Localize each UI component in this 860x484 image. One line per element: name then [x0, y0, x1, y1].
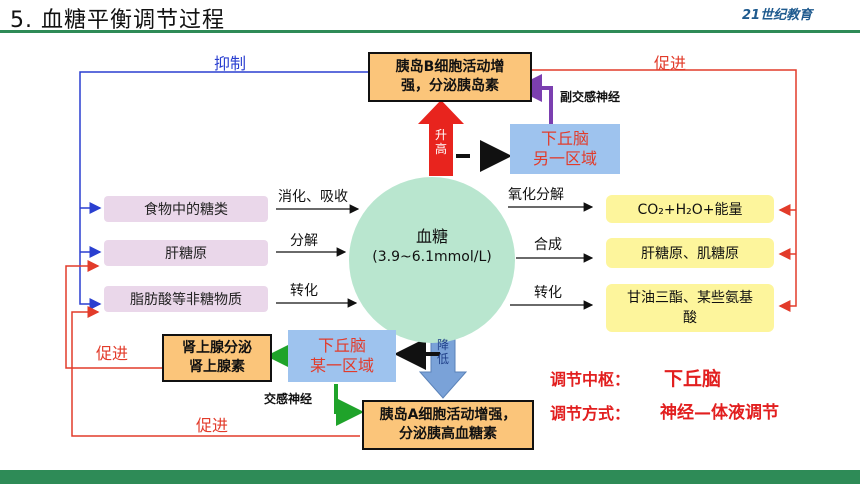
hypothalamus-top-line2: 另一区域	[532, 149, 597, 168]
hypothalamus-bottom-box: 下丘脑 某一区域	[288, 330, 396, 382]
line-promote-adrenal	[65, 260, 162, 369]
blood-glucose-title: 血糖	[415, 227, 448, 246]
logo: 21世纪教育	[742, 8, 813, 23]
rise-arrow-label: 升高	[434, 128, 447, 156]
output-fat-amino: 甘油三酯、某些氨基酸	[606, 284, 774, 332]
label-digest: 消化、吸收	[278, 189, 348, 205]
line-promote-alpha	[71, 306, 360, 437]
adrenal-line2: 肾上腺素	[189, 359, 245, 375]
label-oxidize: 氧化分解	[508, 187, 564, 203]
page-title: 5. 血糖平衡调节过程	[10, 8, 225, 33]
promote-adrenal-label: 促进	[96, 344, 129, 363]
fall-arrow-label: 降低	[436, 338, 449, 366]
beta-cell-line2: 强，分泌胰岛素	[401, 78, 499, 94]
source-food-carbs: 食物中的糖类	[104, 196, 268, 222]
inhibit-label: 抑制	[214, 54, 247, 73]
label-breakdown: 分解	[290, 233, 318, 249]
header-divider	[0, 30, 860, 33]
alpha-cell-line1: 胰岛A细胞活动增强，	[379, 407, 517, 423]
hypothalamus-top-line1: 下丘脑	[540, 129, 589, 148]
hypothalamus-bottom-line2: 某一区域	[309, 356, 374, 375]
output-co2-energy: CO₂+H₂O+能量	[606, 195, 774, 223]
hypothalamus-bottom-line1: 下丘脑	[317, 336, 366, 355]
summary-center-label: 调节中枢：	[550, 370, 631, 389]
blood-glucose-circle	[349, 177, 515, 343]
line-promote-outputs	[532, 69, 797, 312]
beta-cell-box: 胰岛B细胞活动增 强，分泌胰岛素	[368, 52, 532, 102]
promote-top-label: 促进	[654, 54, 687, 73]
summary-center-value: 下丘脑	[664, 368, 722, 390]
output-glycogen: 肝糖原、肌糖原	[606, 238, 774, 268]
summary-method-value: 神经—体液调节	[660, 403, 779, 423]
footer-bar	[0, 470, 860, 484]
beta-cell-line1: 胰岛B细胞活动增	[395, 59, 505, 75]
hypothalamus-top-box: 下丘脑 另一区域	[510, 124, 620, 174]
label-convert-out: 转化	[534, 285, 562, 301]
rise-arrow-shape	[418, 100, 464, 176]
line-inhibit	[79, 71, 368, 310]
promote-alpha-label: 促进	[196, 416, 229, 435]
arrow-sym-alpha	[334, 384, 364, 426]
label-convert-in: 转化	[290, 283, 318, 299]
adrenal-line1: 肾上腺分泌	[182, 340, 252, 356]
alpha-cell-line2: 分泌胰高血糖素	[399, 426, 497, 442]
summary-method-label: 调节方式：	[550, 404, 631, 423]
source-liver-glycogen: 肝糖原	[104, 240, 268, 266]
header	[0, 0, 860, 32]
adrenal-box: 肾上腺分泌 肾上腺素	[162, 334, 272, 382]
sympathetic-label: 交感神经	[264, 392, 313, 406]
blood-glucose-range: (3.9~6.1mmol/L)	[372, 249, 492, 265]
alpha-cell-box: 胰岛A细胞活动增强， 分泌胰高血糖素	[362, 400, 534, 450]
label-synthesize: 合成	[534, 237, 562, 253]
source-non-sugar: 脂肪酸等非糖物质	[104, 286, 268, 312]
parasympathetic-label: 副交感神经	[560, 90, 621, 104]
